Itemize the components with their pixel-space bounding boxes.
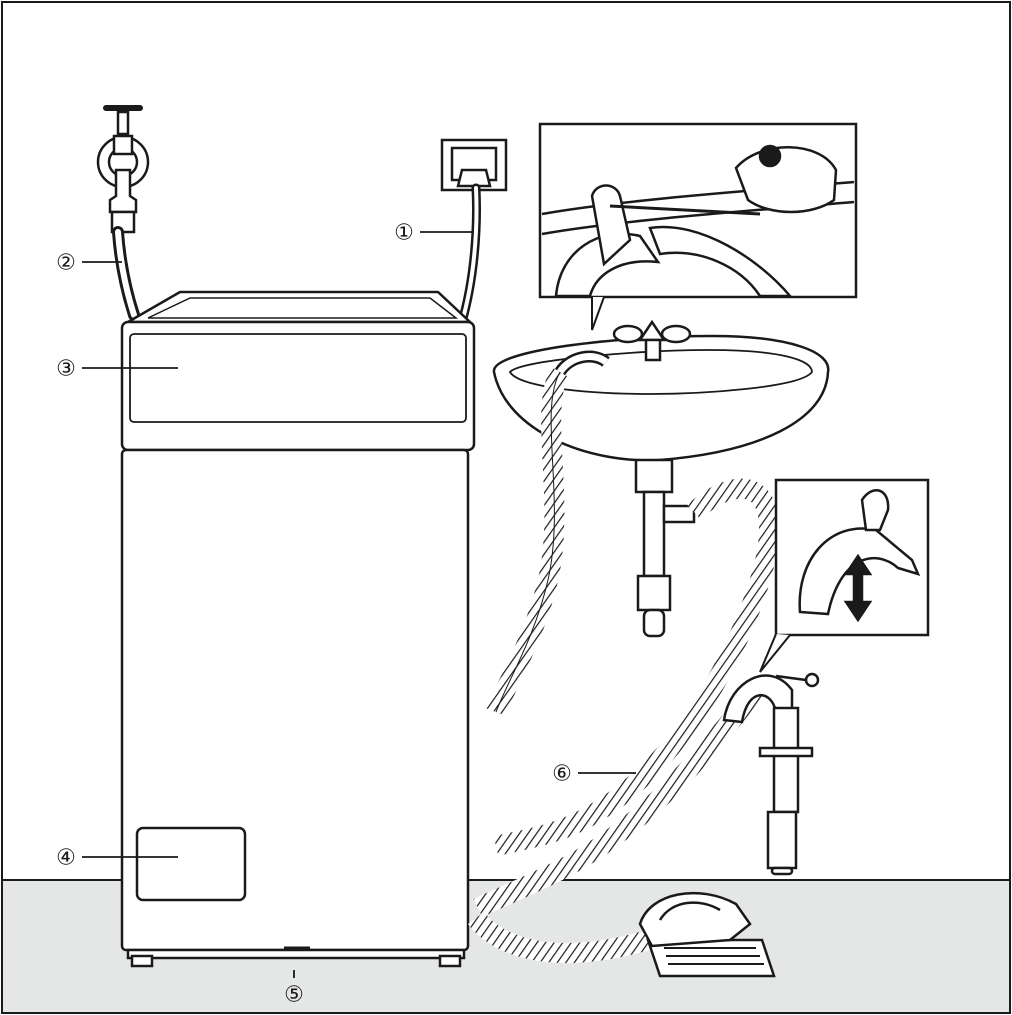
callout-2: ② <box>56 250 122 275</box>
washing-machine <box>120 290 476 968</box>
callout-1-number: ① <box>394 220 414 245</box>
wall-standpipe <box>722 672 820 876</box>
floor-drain <box>638 891 776 978</box>
water-tap <box>96 105 150 234</box>
callout-5-number: ⑤ <box>284 982 304 1007</box>
drain-hose-siphon <box>493 478 780 856</box>
callout-1: ① <box>394 220 474 245</box>
service-flap <box>135 826 247 902</box>
callout-3-number: ③ <box>56 356 76 381</box>
machine-foot-right <box>438 954 462 968</box>
callout-6-number: ⑥ <box>552 761 572 786</box>
machine-foot-left <box>130 954 154 968</box>
callout-4: ④ <box>56 845 178 870</box>
wash-basin <box>492 319 830 638</box>
callout-4-number: ④ <box>56 845 76 870</box>
callout-3: ③ <box>56 356 178 381</box>
callout-5: ⑤ <box>284 970 304 1007</box>
drain-hose-floor <box>468 911 651 963</box>
callout-6: ⑥ <box>552 761 636 786</box>
callout-2-number: ② <box>56 250 76 275</box>
power-socket <box>440 138 508 192</box>
inset-height-adjust <box>759 478 930 673</box>
drain-hose-standpipe <box>473 683 764 917</box>
inset-hose-hook <box>538 122 858 331</box>
